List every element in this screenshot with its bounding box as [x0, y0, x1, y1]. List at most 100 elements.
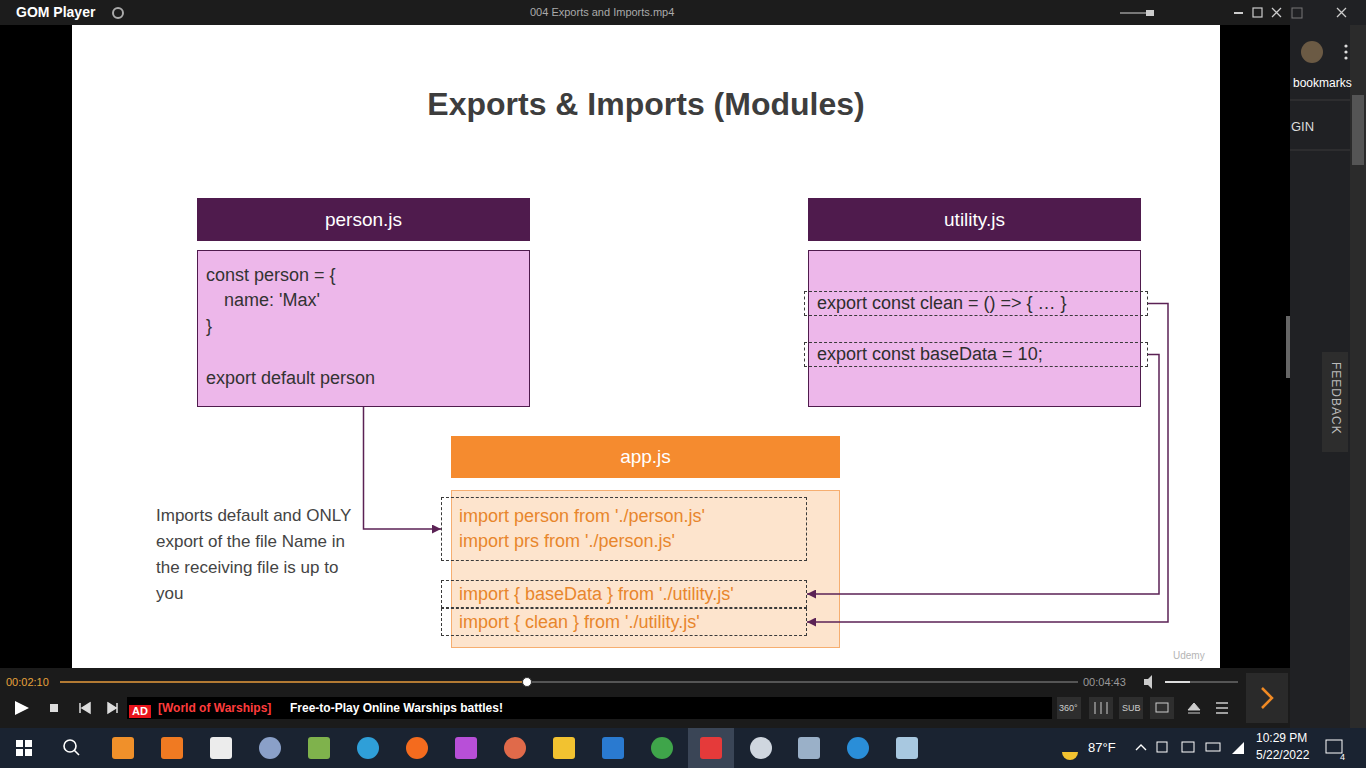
start-logo — [16, 740, 23, 747]
header-band: person.js — [197, 198, 530, 241]
menu-dot — [1344, 44, 1347, 47]
start-logo — [25, 740, 32, 747]
gear-icon — [113, 8, 123, 18]
button-label: 360° — [1059, 703, 1078, 714]
code-line: const person = { — [206, 265, 336, 286]
header-band: app.js — [451, 436, 840, 478]
total-time: 00:04:43 — [1083, 676, 1126, 689]
app-icon — [308, 737, 330, 759]
app-icon — [750, 737, 772, 759]
menu-dot — [1344, 56, 1347, 59]
tray-icon — [1182, 742, 1194, 752]
file-name: 004 Exports and Imports.mp4 — [530, 6, 674, 19]
import-arrow — [807, 355, 1159, 595]
module-card: utility.jsexport const clean = () => { …… — [808, 198, 1141, 407]
code-box: export const baseData = 10; — [804, 342, 1148, 367]
slide-title: Exports & Imports (Modules) — [72, 86, 1220, 123]
weather-icon — [1062, 752, 1078, 760]
menu-icon — [1216, 703, 1228, 713]
header-band: utility.js — [808, 198, 1141, 241]
taskbar — [0, 728, 1366, 768]
weather-temperature: 87°F — [1088, 740, 1116, 756]
controls-bar — [0, 668, 1290, 728]
app-icon — [259, 737, 281, 759]
app-icon — [602, 737, 624, 759]
code-line: } — [206, 316, 212, 337]
play-icon — [15, 701, 29, 715]
app-icon — [896, 737, 918, 759]
code-box: import { clean } from './utility.js' — [441, 608, 807, 636]
button-label: SUB — [1122, 703, 1141, 714]
tray-arrow — [1136, 745, 1146, 750]
button-eq — [1089, 697, 1113, 719]
active-app — [688, 728, 734, 768]
app-name: GOM Player — [16, 4, 95, 21]
code-box: import person from './person.js'import p… — [441, 497, 807, 561]
app-panel — [452, 491, 840, 648]
clock-time: 10:29 PM — [1256, 731, 1307, 745]
tray-icon — [1157, 742, 1167, 752]
scroll-thumb — [1352, 95, 1364, 165]
app-icon — [455, 737, 477, 759]
start-logo — [16, 749, 23, 756]
eject-icon — [1188, 703, 1200, 713]
app-icon — [651, 737, 673, 759]
app-icon — [847, 737, 869, 759]
volume-level — [1165, 681, 1190, 683]
ad-bar — [127, 697, 1052, 719]
code-line: export const baseData = 10; — [817, 344, 1135, 365]
browser-close — [1337, 8, 1346, 17]
code-line: export default person — [206, 368, 375, 389]
callout-note: Imports default and ONLY export of the f… — [156, 503, 361, 607]
restore-icon — [1292, 8, 1302, 18]
camera-icon — [1156, 703, 1168, 712]
file-name-heading: person.js — [325, 209, 402, 231]
eq-icon — [1095, 702, 1107, 714]
code-line: name: 'Max' — [224, 290, 320, 311]
wifi-icon — [1232, 742, 1244, 754]
progress-track — [60, 681, 1078, 683]
slider-knob — [1146, 10, 1154, 16]
battery-icon — [1206, 743, 1220, 751]
window-slider — [1120, 12, 1150, 14]
ad-text: Free-to-Play Online Warships battles! — [290, 701, 503, 715]
code-line: import prs from './person.js' — [459, 531, 789, 552]
progress-knob — [523, 678, 532, 687]
login-text: GIN — [1291, 119, 1314, 135]
app-icon — [798, 737, 820, 759]
prev-icon — [80, 703, 90, 713]
next-panel-button — [1246, 673, 1288, 723]
next-icon — [108, 703, 117, 713]
app-icon — [504, 737, 526, 759]
utility-panel — [809, 251, 1141, 407]
module-card: person.js const person = { name: 'Max'} exp… — [197, 198, 530, 407]
app-icon — [210, 737, 232, 759]
import-arrow — [807, 304, 1168, 623]
menu-dot — [1344, 50, 1347, 53]
app-icon — [161, 737, 183, 759]
chevron-icon — [1262, 688, 1272, 708]
code-box: export const clean = () => { … } — [804, 291, 1148, 316]
start-logo — [25, 749, 32, 756]
progress-played — [60, 681, 527, 683]
search-icon — [74, 750, 79, 755]
app-icon — [406, 737, 428, 759]
code-line: import { baseData } from './utility.js' — [459, 584, 789, 605]
volume-track — [1165, 681, 1238, 683]
clock-date: 5/22/2022 — [1256, 748, 1309, 762]
bookmarks-link: bookmarks — [1293, 76, 1352, 90]
elapsed-time: 00:02:10 — [6, 676, 49, 689]
code-box: import { baseData } from './utility.js' — [441, 580, 807, 608]
app-icon — [700, 737, 722, 759]
app-icon — [357, 737, 379, 759]
side-handle — [1286, 316, 1290, 378]
module-card: app.jsimport person from './person.js'im… — [451, 436, 840, 648]
ad-badge: AD — [129, 705, 151, 718]
import-arrow — [364, 407, 442, 529]
volume-icon — [1144, 675, 1152, 689]
code-line: import { clean } from './utility.js' — [459, 612, 789, 633]
notification-icon — [1326, 740, 1342, 753]
minimize-button — [1234, 12, 1243, 14]
browser-strip — [1290, 0, 1366, 728]
